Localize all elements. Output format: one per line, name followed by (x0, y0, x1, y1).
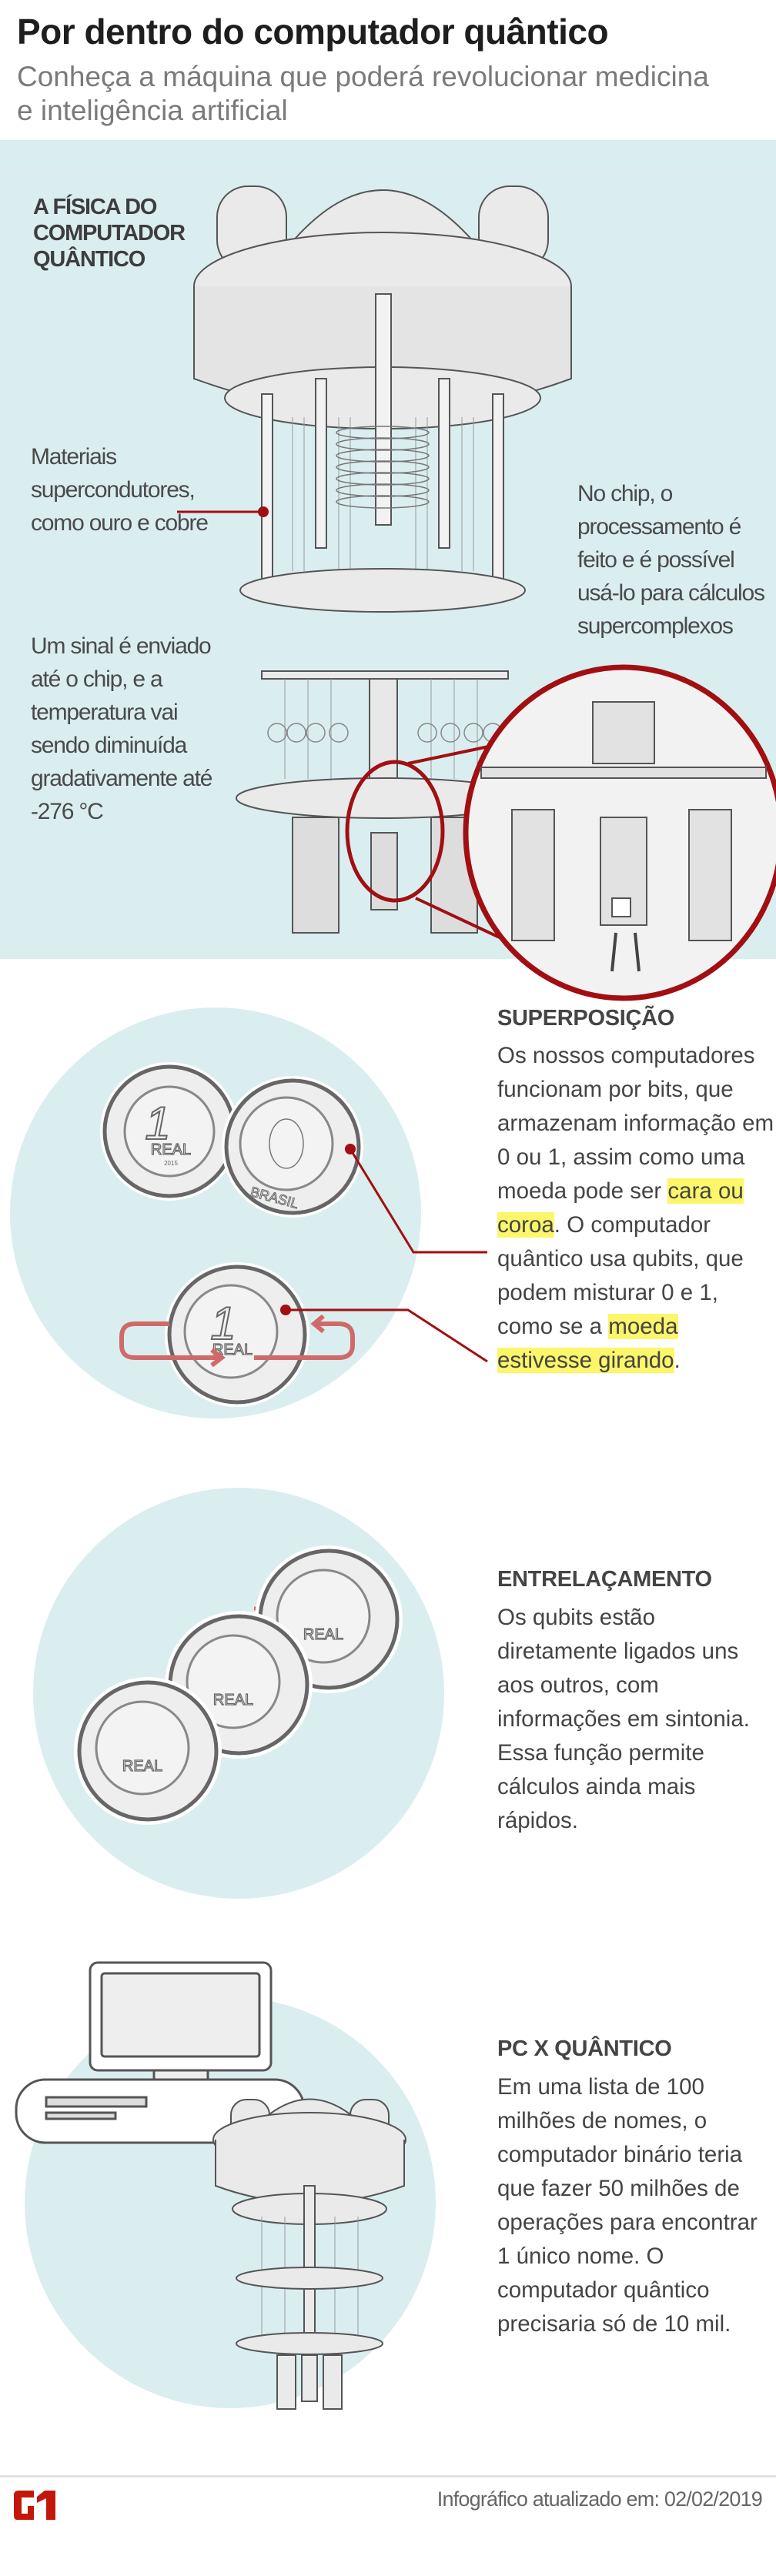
coin-real-text: REAL (213, 1692, 253, 1709)
zoom-source-circle (345, 760, 445, 903)
page-subtitle: Conheça a máquina que poderá revoluciona… (17, 61, 709, 126)
coin-heads: 1 REAL 2015 (100, 1062, 239, 1201)
pointer-dot (345, 1144, 356, 1154)
entanglement-illustration: REAL REAL REAL (33, 1488, 444, 1899)
pc-vs-quantum-illustration (15, 1961, 436, 2410)
pc-vs-quantum-text: Em uma lista de 100 milhões de nomes, o … (497, 2074, 758, 2337)
pointer-dot (258, 506, 269, 517)
coin-value: 1 (145, 1098, 170, 1149)
entanglement-heading: ENTRELAÇAMENTO (497, 1567, 712, 1592)
coin-value: 1 (210, 1298, 236, 1349)
divider (0, 174, 776, 175)
entanglement-text: Os qubits estão diretamente ligados uns … (497, 1605, 750, 1833)
pc-vs-quantum-heading: PC X QUÂNTICO (497, 2036, 672, 2061)
footer-divider (0, 2475, 776, 2477)
superposition-text: Os nossos computadores funcionam por bit… (497, 1039, 774, 1378)
magnified-chip-detail (463, 664, 776, 1001)
coin-real-text: REAL (151, 1141, 191, 1158)
coin-spinning: 1 REAL (165, 1262, 309, 1407)
page-title: Por dentro do computador quântico (17, 12, 609, 52)
pointer-dot (280, 1305, 291, 1315)
coin-year: 2015 (164, 1160, 178, 1167)
pointer-line-heads-tails (349, 1148, 487, 1254)
coin-real-text: REAL (212, 1341, 253, 1358)
label-chip: No chip, o processamento é feito e é pos… (577, 481, 765, 639)
text-part: Os nossos computadores funcionam por bit… (497, 1043, 774, 1204)
label-signal: Um sinal é enviado até o chip, e a tempe… (31, 633, 212, 824)
spin-arrows-icon (119, 1314, 355, 1368)
plate-4 (261, 670, 509, 680)
chip-column-left (292, 817, 340, 934)
g1-logo (14, 2491, 55, 2520)
pointer-line-spinning (286, 1308, 488, 1363)
text-part: . O computador quântico usa qubits, que … (497, 1212, 744, 1339)
coin-real-text: REAL (303, 1626, 343, 1643)
label-materials: Materiais supercondutores, como ouro e c… (31, 444, 209, 536)
coin-tails: BRASIL (222, 1076, 363, 1218)
superposition-illustration: 1 REAL 2015 BRASIL 1 REAL (10, 1007, 488, 1418)
text-part: . (674, 1348, 681, 1373)
coin-stack: REAL REAL REAL (74, 1545, 403, 1825)
effigy-face-icon (269, 1118, 304, 1169)
coin-real-text: REAL (122, 1758, 162, 1775)
superposition-heading: SUPERPOSIÇÃO (497, 1006, 675, 1031)
quantum-computer-illustration (177, 185, 776, 1001)
updated-date: Infográfico atualizado em: 02/02/2019 (436, 2487, 763, 2511)
physics-heading: A FÍSICA DO COMPUTADOR QUÂNTICO (33, 195, 186, 272)
quantum-computer-icon (212, 2098, 406, 2410)
plate-3 (239, 568, 526, 613)
